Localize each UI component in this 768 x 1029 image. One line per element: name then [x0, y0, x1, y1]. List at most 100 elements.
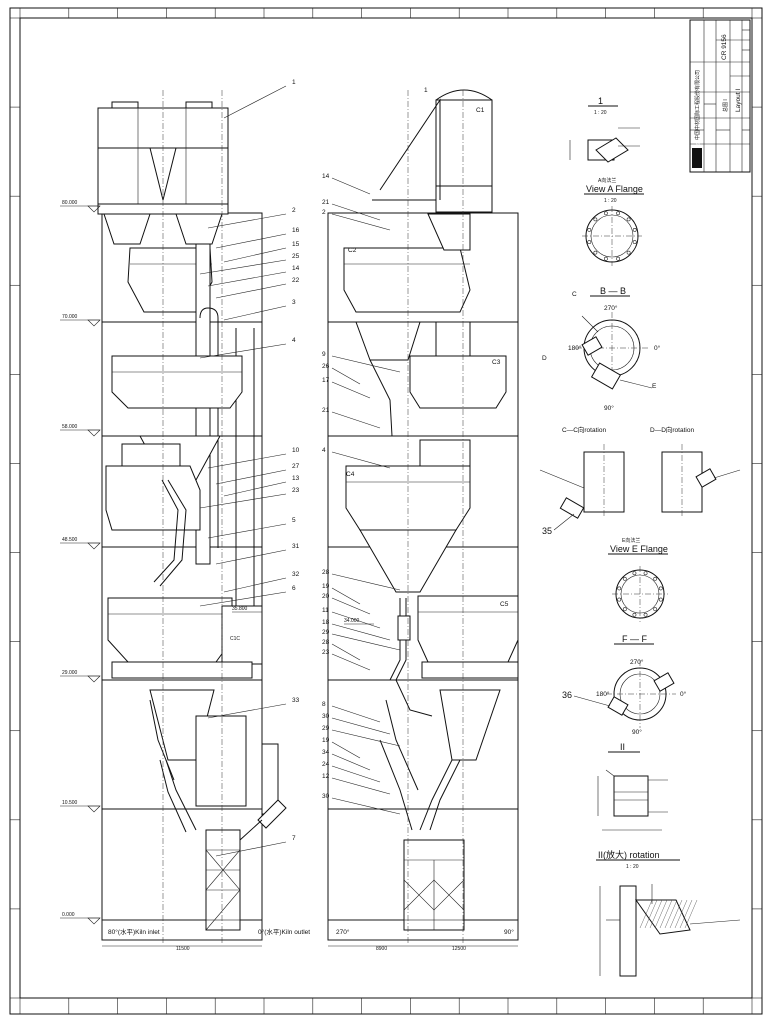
title-logo: SINOMA	[696, 126, 702, 146]
svg-text:D: D	[542, 355, 547, 362]
part-number: 15	[292, 241, 300, 248]
part-number: 19	[322, 737, 330, 744]
part-number: 11	[322, 607, 329, 614]
part-number: 2	[322, 209, 326, 216]
stage-label: C2	[348, 247, 357, 254]
elevation-label: 70.000	[62, 314, 78, 320]
part-number: 4	[322, 447, 326, 454]
part-number: 1	[424, 87, 428, 94]
view-a-title: View A Flange	[586, 184, 643, 194]
part-number: 21	[322, 407, 330, 414]
part-number: 23	[292, 487, 300, 494]
border-ticks	[10, 8, 762, 1014]
elevation-label: 35.800	[232, 606, 248, 612]
view-a-cn: A向法兰	[598, 177, 616, 184]
detail-views: 1 1 : 20 A向法兰 View A Flange 1 : 20 B — B	[539, 96, 741, 977]
part-number: 31	[292, 543, 300, 550]
part-number: 32	[292, 571, 300, 578]
dim-left: 11500	[176, 946, 190, 952]
stage-label: C4	[346, 471, 355, 478]
ff-angle-90: 90°	[632, 728, 642, 736]
bb-angle-180: 180°	[568, 344, 582, 352]
inner-border	[19, 17, 753, 999]
part-number: 34	[322, 749, 330, 756]
part-number: 23	[322, 649, 330, 656]
kiln-inlet-label: 80°(水平)Kiln inlet	[108, 927, 160, 936]
part-number: 1	[292, 79, 296, 86]
section-ff-title: F — F	[622, 634, 647, 644]
svg-text:C1C: C1C	[230, 636, 240, 642]
part-number: 29	[322, 725, 330, 732]
part-number: 19	[322, 583, 330, 590]
stage-label: C5	[500, 601, 509, 608]
ff-angle-270: 270°	[630, 658, 644, 666]
ff-angle-0: 0°	[680, 690, 687, 698]
bb-angle-0: 0°	[654, 344, 661, 352]
part-number: 6	[292, 585, 296, 592]
part-number: 17	[322, 377, 330, 384]
elevation-label: 48.500	[62, 537, 78, 543]
part-number: 27	[292, 463, 300, 470]
angle-right-label: 90°	[504, 928, 514, 936]
elevation-markers: 80.000 70.000 58.000 48.500 29.000 10.500 0.00…	[60, 200, 374, 925]
part-number: 30	[322, 713, 330, 720]
kiln-outlet-label: 0°(水平)Kiln outlet	[258, 927, 310, 936]
part-number: 13	[292, 475, 300, 482]
part-number: 30	[322, 793, 330, 800]
elevation-label: 0.000	[62, 912, 75, 918]
part-number: 8	[322, 701, 326, 708]
section-1-scale: 1 : 20	[594, 110, 607, 116]
title-drawing-no: CR 9156	[721, 34, 728, 60]
part-number: 3	[292, 299, 296, 306]
ff-angle-180: 180°	[596, 690, 610, 698]
section-1-title: 1	[598, 96, 603, 106]
label-35: 35	[542, 526, 552, 536]
part-number: 22	[292, 277, 300, 284]
bb-angle-90: 90°	[604, 404, 614, 412]
elevation-label: 29.000	[62, 670, 78, 676]
bb-angle-270: 270°	[604, 304, 618, 312]
detail-ii-scale: 1 : 20	[626, 864, 639, 870]
part-number: 4	[292, 337, 296, 344]
part-number: 25	[292, 253, 300, 260]
title-sub-title: 总图 I	[722, 99, 729, 112]
part-number: 10	[292, 447, 300, 454]
dim-mid2: 12500	[452, 946, 466, 952]
part-number: 7	[292, 835, 296, 842]
detail-ii-title: II(放大) rotation	[598, 849, 660, 860]
angle-left-label: 270°	[336, 928, 350, 936]
part-number: 18	[322, 619, 330, 626]
section-dd-title: D—D向rotation	[650, 425, 694, 434]
view-e-cn: E向法兰	[622, 537, 640, 544]
view-e-title: View E Flange	[610, 544, 668, 554]
part-number: 21	[322, 199, 330, 206]
dim-mid1: 8900	[376, 946, 387, 952]
part-number: 16	[292, 227, 300, 234]
part-number: 24	[322, 761, 330, 768]
part-number: 12	[322, 773, 330, 780]
part-number: 28	[322, 569, 330, 576]
part-number: 33	[292, 697, 300, 704]
outer-border	[9, 7, 763, 1015]
part-number: 29	[322, 629, 330, 636]
label-36: 36	[562, 690, 572, 700]
part-number: 26	[322, 363, 330, 370]
section-bb-title: B — B	[600, 286, 626, 296]
part-number: 2	[292, 207, 296, 214]
stage-label: C3	[492, 359, 501, 366]
stage-label: C1	[476, 107, 485, 114]
elevation-label: 80.000	[62, 200, 78, 206]
elevation-label: 58.000	[62, 424, 78, 430]
part-labels: 1216152514223410271323531326337114212926…	[199, 79, 428, 857]
title-block: SINOMA 中国中材国际工程股份有限公司 CR 9156 Layout I 总…	[689, 19, 751, 173]
svg-text:E: E	[652, 383, 657, 390]
title-company: 中国中材国际工程股份有限公司	[694, 70, 701, 140]
section-ii-title: II	[620, 742, 625, 752]
part-number: 5	[292, 517, 296, 524]
part-number: 9	[322, 351, 326, 358]
elevation-label: 10.500	[62, 800, 78, 806]
part-number: 14	[292, 265, 300, 272]
